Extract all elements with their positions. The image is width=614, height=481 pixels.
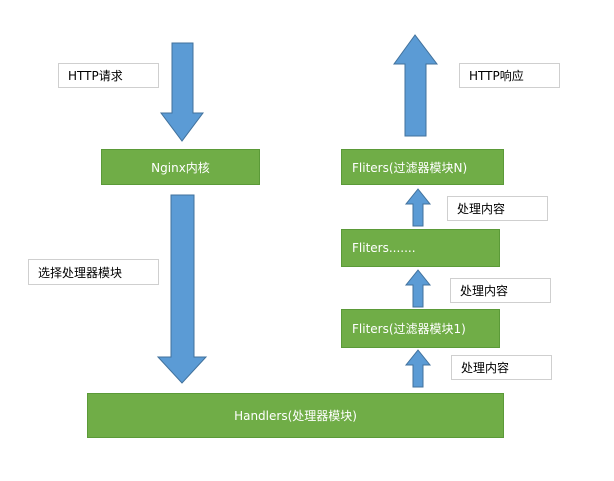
process-content-label-3: 处理内容 [451,355,552,380]
process-content-label-1: 处理内容 [447,196,548,221]
handlers-node: Handlers(处理器模块) [87,393,504,438]
filter-n-node: Fliters(过滤器模块N) [341,149,504,185]
process-content-label-2: 处理内容 [450,278,551,303]
arrow-request-down [160,42,204,142]
arrow-handlers-to-filter1-up [404,349,432,388]
filter-1-node: Fliters(过滤器模块1) [341,309,500,348]
http-request-label: HTTP请求 [58,63,159,88]
arrow-middle-to-filterN-up [404,188,432,227]
nginx-core-node: Nginx内核 [101,149,260,185]
select-handler-label: 选择处理器模块 [28,259,159,285]
arrow-response-up [393,34,439,137]
filter-middle-node: Fliters....... [341,229,500,267]
arrow-filter1-to-middle-up [404,269,432,308]
arrow-select-handler-down [156,194,208,384]
http-response-label: HTTP响应 [459,63,560,88]
